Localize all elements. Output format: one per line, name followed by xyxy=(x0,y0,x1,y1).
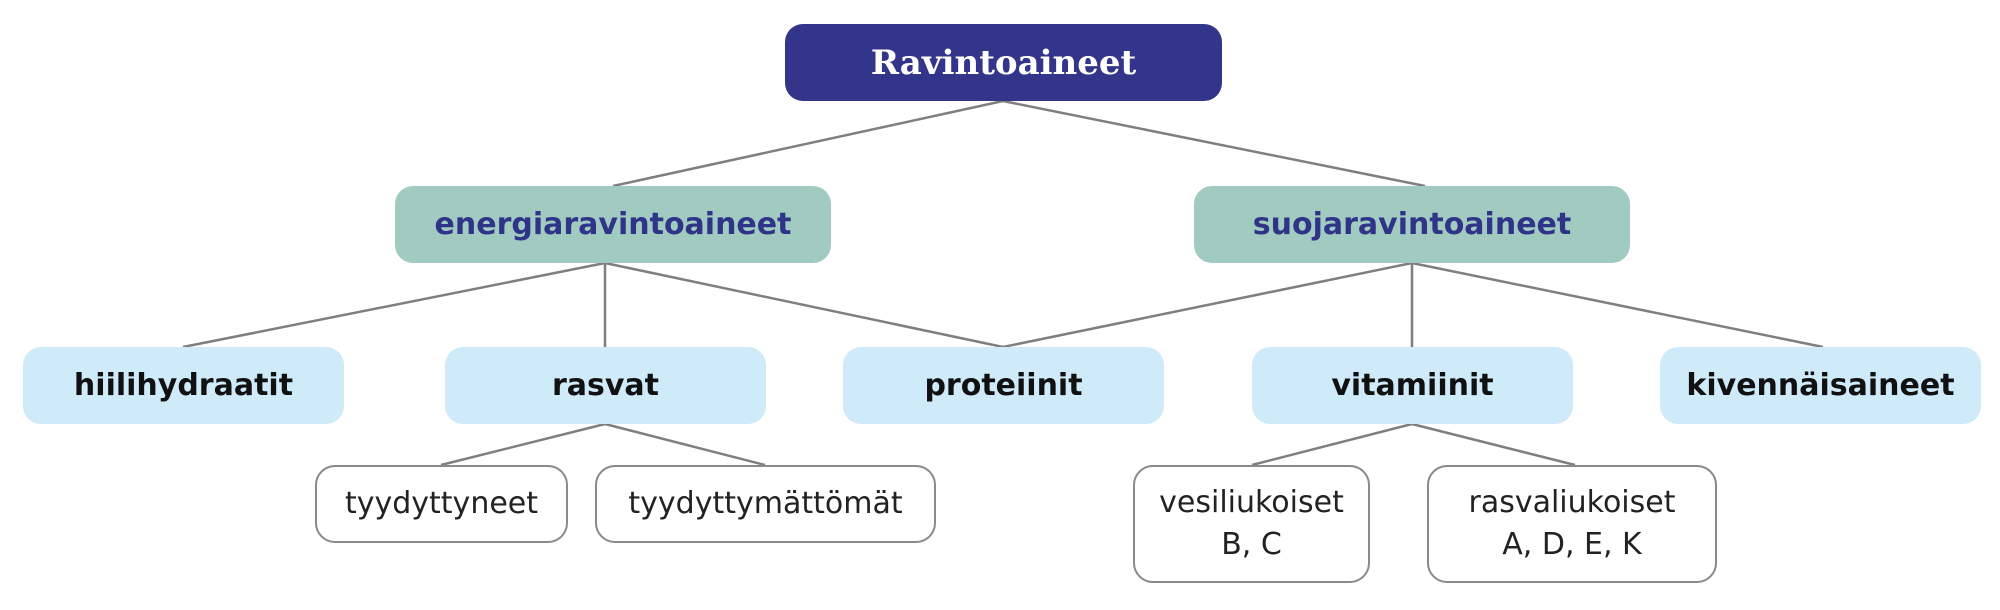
energy-nutrients-label: energiaravintoaineet xyxy=(434,207,792,242)
root-node: Ravintoaineet xyxy=(785,24,1222,101)
energy-nutrients-node: energiaravintoaineet xyxy=(395,186,831,263)
connector-energy-carbohydrates xyxy=(182,261,606,349)
fat-soluble-vitamins-node: rasvaliukoiset A, D, E, K xyxy=(1427,465,1717,583)
water-soluble-vitamin-list: B, C xyxy=(1221,527,1282,562)
connector-fats-unsaturated xyxy=(604,422,766,467)
protective-nutrients-label: suojaravintoaineet xyxy=(1252,207,1572,242)
saturated-fats-node: tyydyttyneet xyxy=(315,465,568,543)
connector-vitamins-fat-soluble xyxy=(1411,422,1576,467)
connector-vitamins-water-soluble xyxy=(1251,422,1413,467)
fat-soluble-label: rasvaliukoiset xyxy=(1468,485,1676,520)
saturated-fats-label: tyydyttyneet xyxy=(344,486,539,521)
connector-root-energy xyxy=(612,99,1004,188)
minerals-label: kivennäisaineet xyxy=(1686,368,1955,403)
unsaturated-fats-label: tyydyttymättömät xyxy=(628,486,903,521)
fat-soluble-vitamin-list: A, D, E, K xyxy=(1502,527,1642,562)
connector-fats-saturated xyxy=(440,422,606,467)
connector-root-protective xyxy=(1002,99,1426,188)
connector-protective-minerals xyxy=(1411,261,1824,349)
proteins-label: proteiinit xyxy=(924,368,1083,403)
carbohydrates-label: hiilihydraatit xyxy=(73,368,294,403)
root-label: Ravintoaineet xyxy=(870,42,1137,83)
water-soluble-vitamins-node: vesiliukoiset B, C xyxy=(1133,465,1370,583)
fats-label: rasvat xyxy=(551,368,660,403)
connector-protective-proteins xyxy=(1002,261,1413,349)
fats-node: rasvat xyxy=(445,347,766,424)
vitamins-label: vitamiinit xyxy=(1331,368,1494,403)
unsaturated-fats-node: tyydyttymättömät xyxy=(595,465,936,543)
water-soluble-label: vesiliukoiset xyxy=(1159,485,1344,520)
protective-nutrients-node: suojaravintoaineet xyxy=(1194,186,1630,263)
minerals-node: kivennäisaineet xyxy=(1660,347,1981,424)
connector-energy-proteins xyxy=(604,261,1004,349)
proteins-node: proteiinit xyxy=(843,347,1164,424)
carbohydrates-node: hiilihydraatit xyxy=(23,347,344,424)
vitamins-node: vitamiinit xyxy=(1252,347,1573,424)
